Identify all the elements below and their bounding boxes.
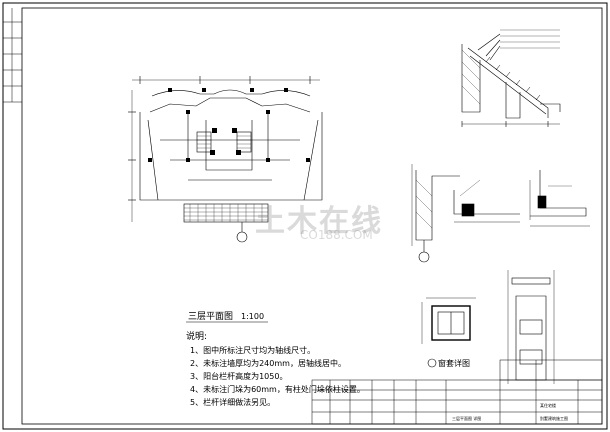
title-block: [311, 359, 603, 425]
title-block-drawing-name: 三层平面图 详图: [452, 415, 481, 421]
wall-elevation-detail: [507, 270, 555, 384]
notes-heading: 说明:: [186, 330, 207, 342]
wall-section-detail-2: [529, 170, 590, 227]
columns: [148, 88, 310, 162]
note-3: 3、阳台栏杆高度为1050。: [190, 371, 287, 381]
window-detail-drawing: [421, 297, 476, 368]
note-2: 2、未标注墙厚均为240mm，居轴线居中。: [190, 358, 346, 368]
eave-section-detail: [461, 29, 561, 127]
note-5: 5、栏杆详细做法另见。: [190, 397, 275, 407]
note-4: 4、未标注门垛为60mm，有柱处门垛依柱设置。: [190, 384, 365, 394]
plan-scale: 1:100: [241, 312, 264, 321]
title-block-desc: 别墅建筑施工图: [540, 415, 568, 421]
floor-plan: [128, 76, 323, 243]
binding-strip: [3, 8, 22, 103]
title-block-project: 某住宅楼: [540, 402, 556, 408]
wall-section-detail-1: [411, 164, 520, 263]
plan-title: 三层平面图: [188, 311, 233, 322]
note-1: 1、图中所标注尺寸均为轴线尺寸。: [190, 345, 315, 355]
window-detail-title: 窗套详图: [438, 358, 470, 368]
